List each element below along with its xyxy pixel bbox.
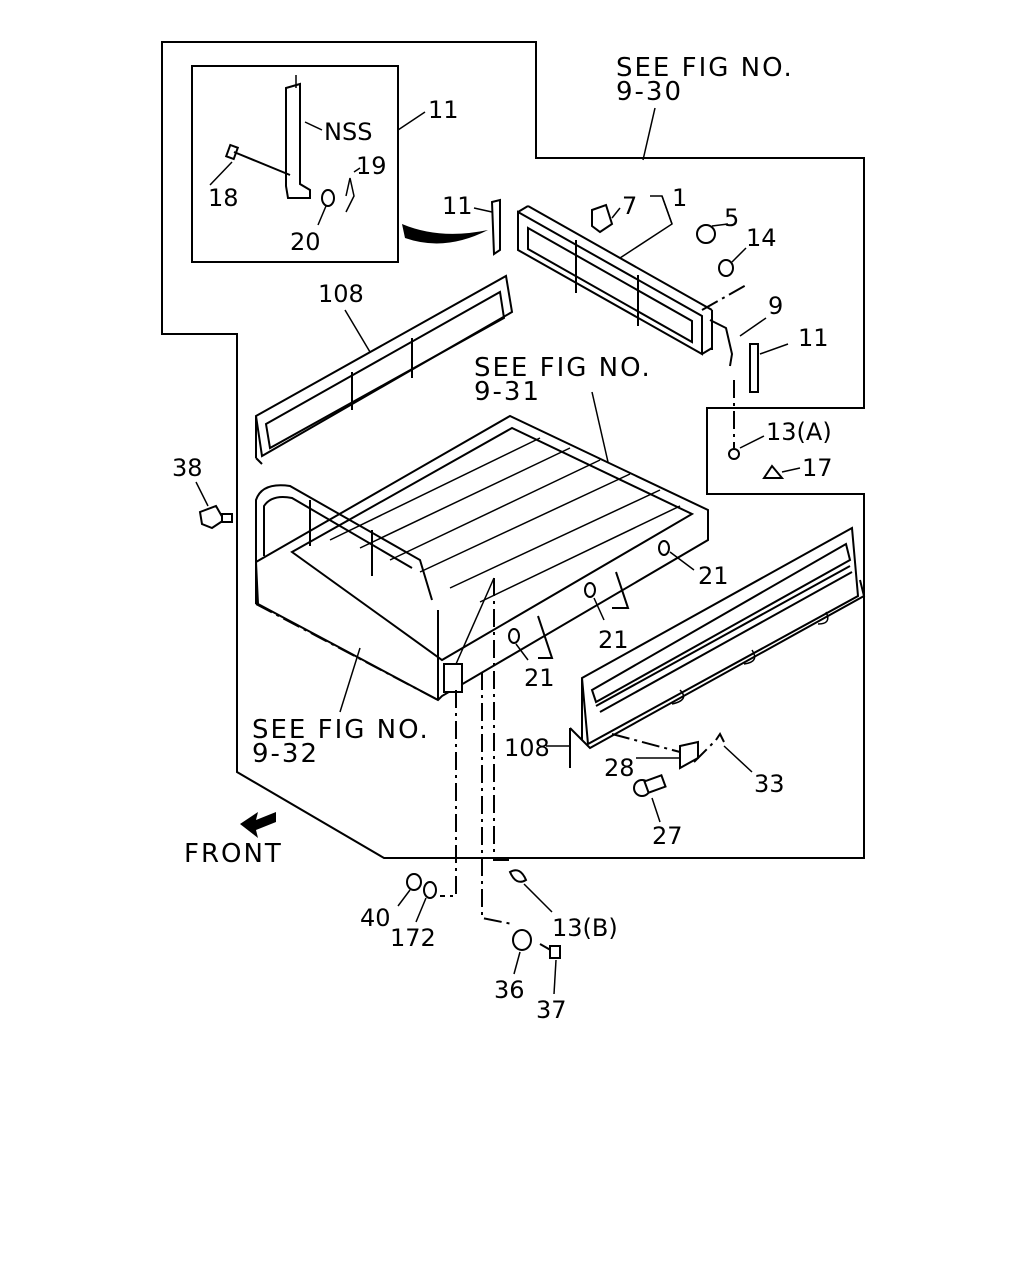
callout-21-b: 21 bbox=[598, 626, 629, 654]
callout-18: 18 bbox=[208, 184, 239, 212]
ref-9-32-line2: 9-32 bbox=[252, 739, 319, 769]
bolt-21-c bbox=[508, 628, 520, 644]
callout-9: 9 bbox=[768, 292, 783, 320]
pin-18 bbox=[209, 143, 291, 186]
latch-28 bbox=[679, 740, 699, 770]
rear-gate-1 bbox=[517, 205, 713, 356]
ref-9-30-line1: SEE FIG NO. bbox=[616, 53, 794, 83]
callout-36: 36 bbox=[494, 976, 525, 1004]
nss-bracket bbox=[285, 75, 323, 199]
callout-21-c: 21 bbox=[524, 664, 555, 692]
ref-9-30-line2: 9-30 bbox=[616, 77, 683, 107]
side-gate-108-lower bbox=[569, 526, 866, 768]
callout-14: 14 bbox=[746, 224, 777, 252]
callout-40: 40 bbox=[360, 904, 391, 932]
clip-19 bbox=[345, 177, 355, 213]
callout-11-inset: 11 bbox=[428, 96, 459, 124]
callout-5: 5 bbox=[724, 204, 739, 232]
ref-9-31-line1: SEE FIG NO. bbox=[474, 353, 652, 383]
callout-172: 172 bbox=[390, 924, 436, 952]
callout-19: 19 bbox=[356, 152, 387, 180]
knob-27 bbox=[633, 774, 667, 823]
nut-13a bbox=[728, 448, 740, 460]
bolt-37 bbox=[539, 943, 561, 995]
callout-33: 33 bbox=[754, 770, 785, 798]
hinge-7 bbox=[591, 203, 614, 234]
ref-9-32-line1: SEE FIG NO. bbox=[252, 715, 430, 745]
washer-14 bbox=[718, 259, 734, 277]
nut-13b bbox=[508, 869, 528, 883]
front-arrow-icon bbox=[240, 812, 276, 838]
inset-pointer-arrow bbox=[402, 224, 488, 244]
callout-7: 7 bbox=[622, 192, 637, 220]
nut-36 bbox=[512, 929, 532, 951]
bolt-21-b bbox=[584, 582, 596, 598]
clip-33 bbox=[715, 732, 725, 743]
washer-20 bbox=[321, 189, 335, 207]
callout-17: 17 bbox=[802, 454, 833, 482]
callout-13b: 13(B) bbox=[552, 914, 618, 942]
bracket-11-right bbox=[749, 343, 759, 393]
callout-nss: NSS bbox=[324, 118, 372, 146]
callout-13a: 13(A) bbox=[766, 418, 832, 446]
callout-11-right: 11 bbox=[798, 324, 829, 352]
callout-28: 28 bbox=[604, 754, 635, 782]
callout-20: 20 bbox=[290, 228, 321, 256]
bracket-11-upper bbox=[490, 198, 501, 256]
callout-1: 1 bbox=[672, 184, 687, 212]
callout-108-upper: 108 bbox=[318, 280, 364, 308]
callout-108-lower: 108 bbox=[504, 734, 550, 762]
callout-38: 38 bbox=[172, 454, 203, 482]
detail-inset-box bbox=[191, 65, 399, 263]
front-label: FRONT bbox=[184, 839, 283, 869]
truck-bed-body bbox=[254, 414, 709, 702]
switch-38 bbox=[195, 481, 233, 530]
side-gate-108-upper bbox=[254, 274, 514, 465]
nut-40 bbox=[406, 873, 422, 891]
washer-172 bbox=[423, 881, 437, 899]
callout-27: 27 bbox=[652, 822, 683, 850]
assembly-boundary bbox=[161, 41, 865, 859]
grommet-17 bbox=[762, 464, 785, 479]
callout-21-a: 21 bbox=[698, 562, 729, 590]
nut-5 bbox=[696, 224, 716, 244]
callout-11-upper: 11 bbox=[442, 192, 473, 220]
callout-37: 37 bbox=[536, 996, 567, 1024]
bolt-21-a bbox=[658, 540, 670, 556]
rod-9 bbox=[709, 319, 734, 367]
ref-9-31-line2: 9-31 bbox=[474, 377, 541, 407]
